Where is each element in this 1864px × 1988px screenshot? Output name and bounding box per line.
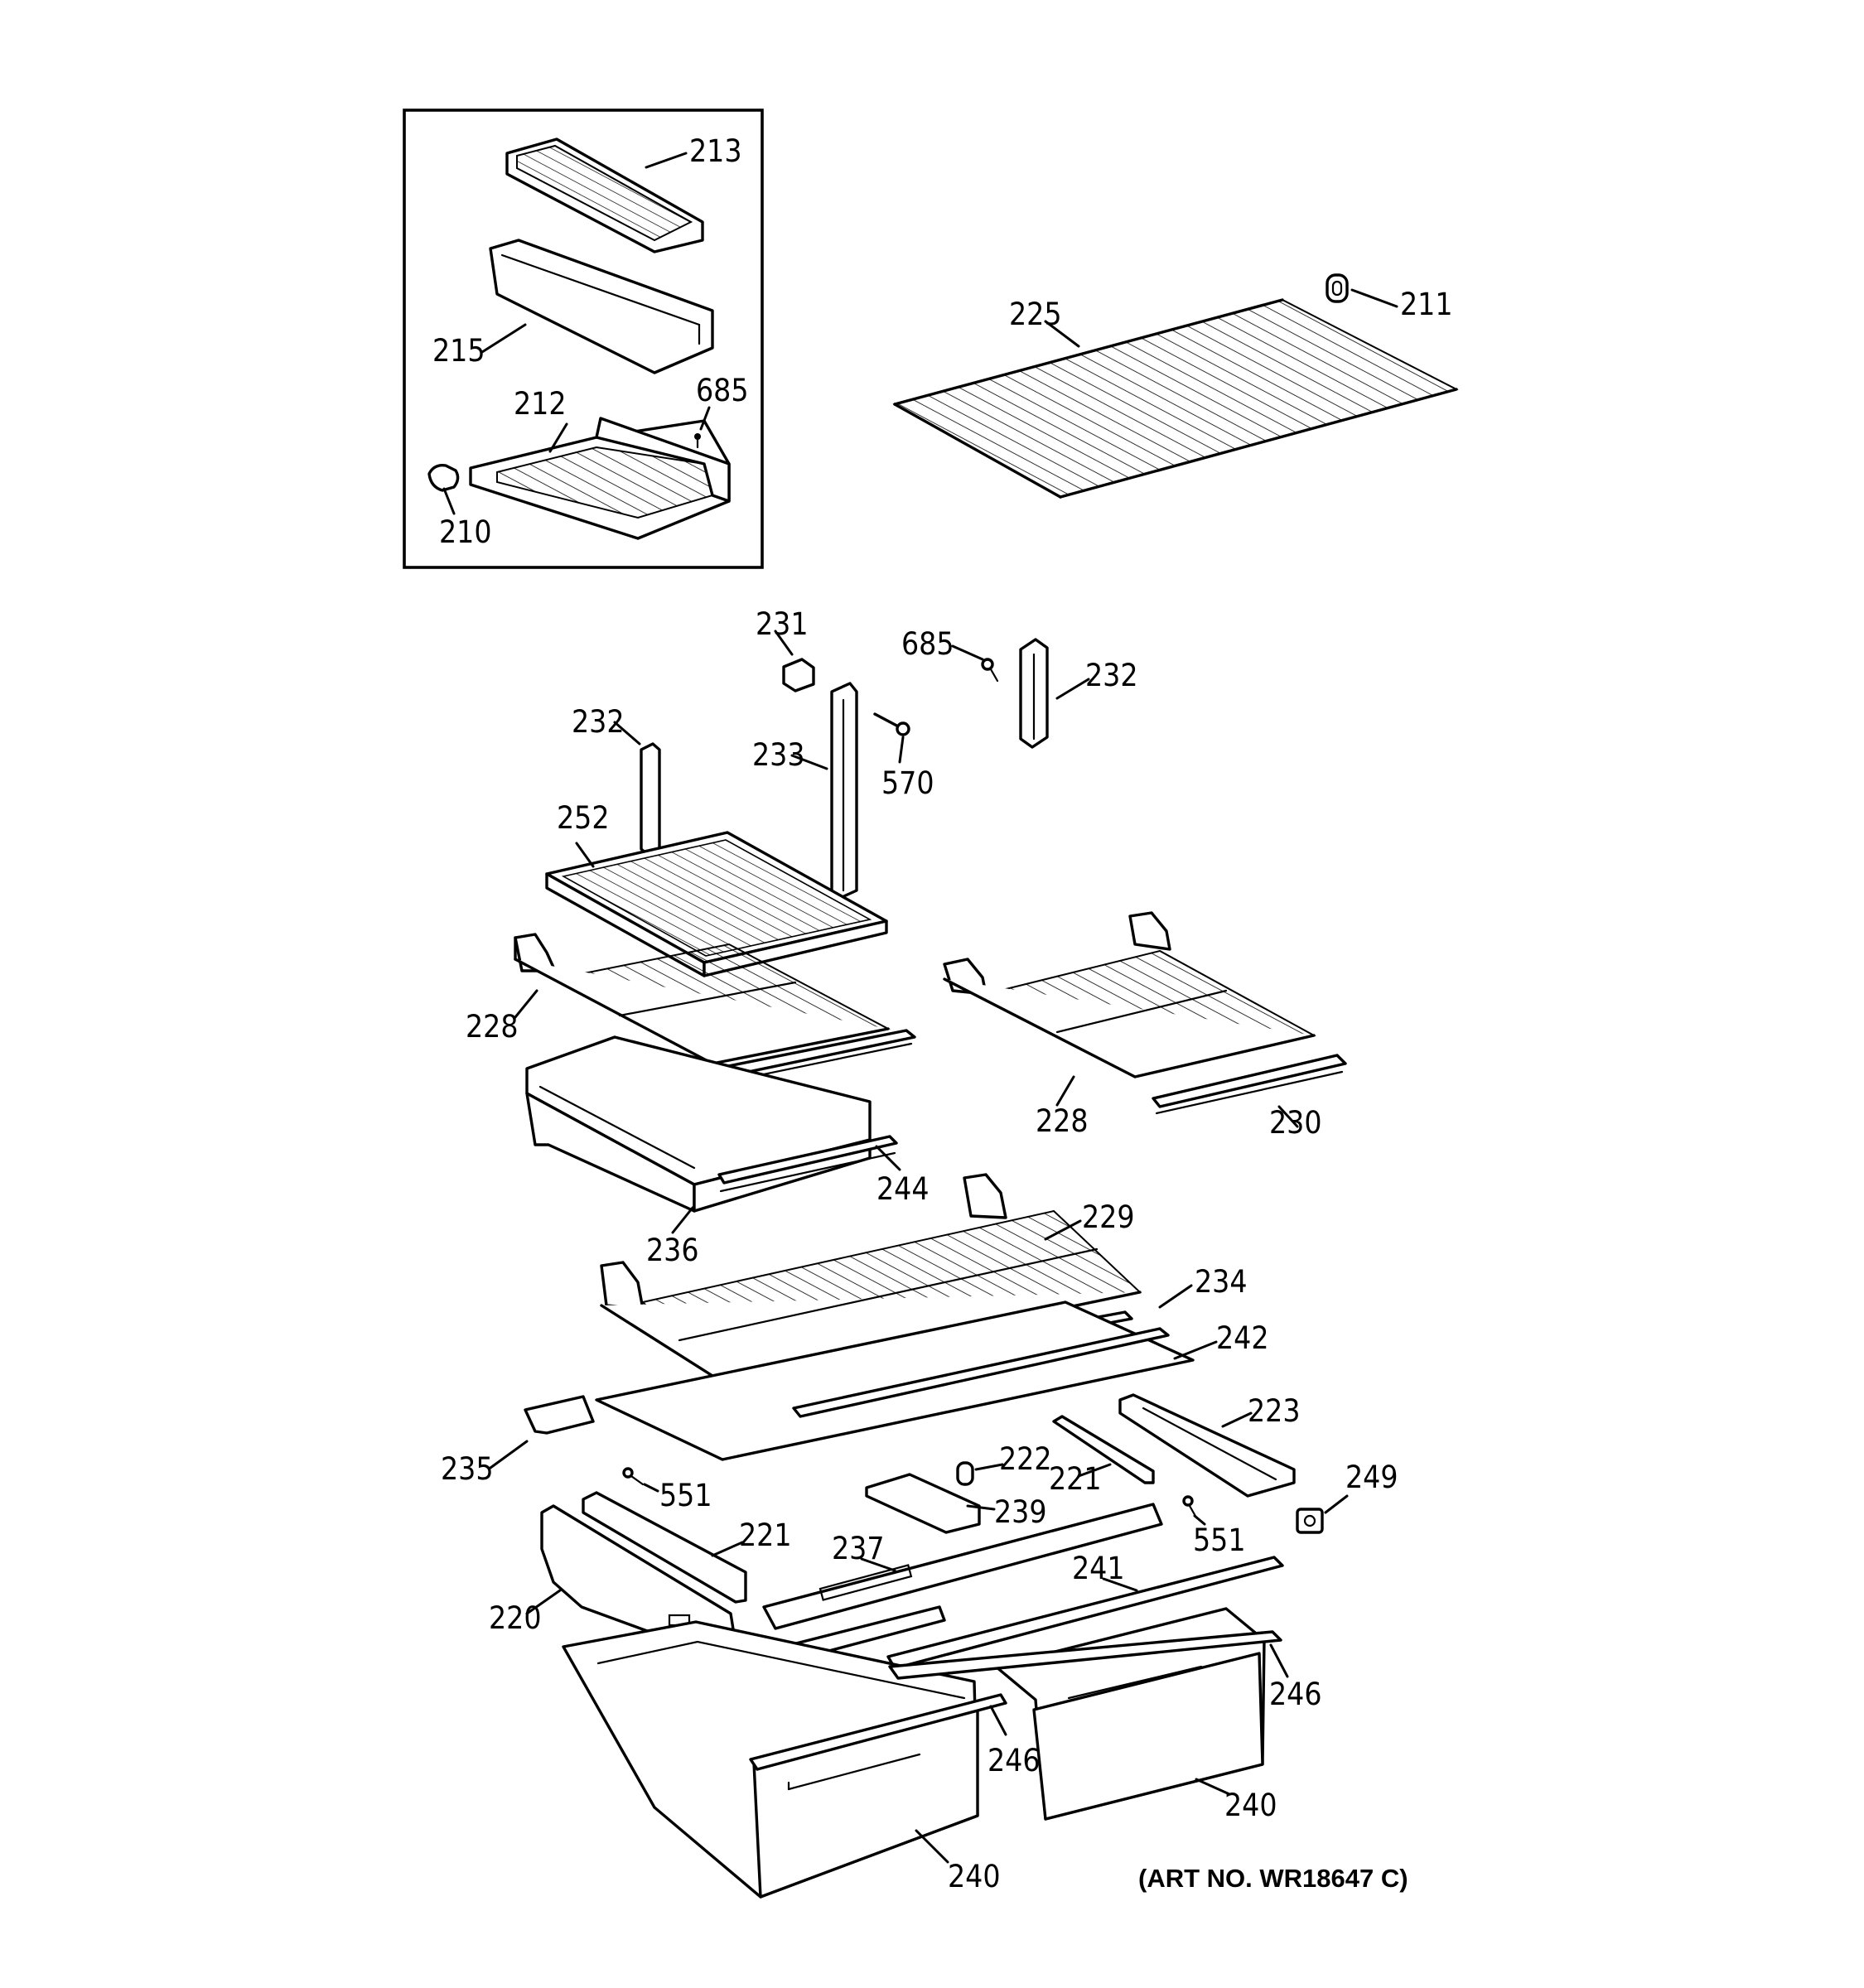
callout-231: 231: [756, 606, 809, 642]
wire-shelf-part-229: [600, 1173, 1142, 1382]
callout-249: 249: [1345, 1460, 1398, 1495]
callout-222: 222: [999, 1441, 1052, 1477]
screw-part-551-right: [1182, 1495, 1198, 1519]
callout-213: 213: [689, 133, 742, 169]
callout-252: 252: [557, 800, 610, 836]
rail-part-223: [1118, 1393, 1296, 1498]
callout-210: 210: [439, 514, 492, 550]
handle-part-246-right: [888, 1630, 1282, 1680]
trim-part-230-right: [1152, 1054, 1347, 1115]
callout-551-right: 551: [1193, 1522, 1246, 1558]
callout-235: 235: [441, 1451, 494, 1487]
clip-part-231: [782, 658, 815, 692]
upright-part-232-left: [640, 742, 661, 856]
freezer-shelf-part-212: [469, 417, 731, 540]
screw-part-570: [873, 712, 910, 736]
handle-part-244: [717, 1135, 898, 1193]
callout-223: 223: [1248, 1393, 1301, 1429]
callout-246-left: 246: [988, 1743, 1041, 1778]
inset-frame: [403, 109, 764, 569]
cap-part-210: [427, 464, 460, 492]
callout-236: 236: [646, 1233, 699, 1268]
callout-570: 570: [881, 765, 934, 801]
screw-part-685-b: [981, 658, 999, 683]
screw-part-551-left: [622, 1467, 645, 1486]
callout-242: 242: [1216, 1320, 1269, 1356]
rail-part-221-left: [582, 1491, 747, 1604]
callout-232-right: 232: [1085, 658, 1138, 693]
rail-part-221-right: [1052, 1415, 1155, 1484]
upright-part-232-right: [1019, 638, 1049, 749]
crossbar-part-237: [762, 1503, 1163, 1630]
clip-part-222: [956, 1461, 974, 1486]
callout-230-right: 230: [1269, 1105, 1322, 1141]
cap-part-211: [1326, 273, 1349, 303]
trim-part-242-front: [792, 1327, 1170, 1418]
callout-239: 239: [994, 1494, 1047, 1530]
callout-246-right: 246: [1269, 1677, 1322, 1712]
callout-211: 211: [1400, 287, 1453, 322]
callout-237: 237: [832, 1531, 885, 1566]
bracket-part-235: [524, 1395, 595, 1435]
callout-685-b: 685: [901, 626, 954, 662]
callout-212: 212: [514, 386, 567, 422]
callout-228-right: 228: [1036, 1103, 1089, 1139]
callout-233: 233: [752, 737, 805, 773]
callout-241: 241: [1072, 1551, 1125, 1586]
glass-panel-part-242: [595, 1300, 1195, 1461]
callout-240-right: 240: [1224, 1788, 1277, 1823]
screw-part-685: [694, 433, 701, 449]
callout-225: 225: [1009, 297, 1062, 332]
upright-part-233: [830, 682, 858, 900]
ice-bin-part-215: [489, 239, 714, 374]
callout-244: 244: [876, 1171, 930, 1207]
wire-shelf-part-228-right: [943, 911, 1316, 1078]
callout-232-left: 232: [572, 704, 625, 740]
callout-234: 234: [1195, 1264, 1248, 1300]
art-number: (ART NO. WR18647 C): [1138, 1864, 1408, 1893]
bracket-part-239: [865, 1473, 981, 1534]
callout-221-right: 221: [1049, 1461, 1102, 1497]
callout-228-left: 228: [466, 1009, 519, 1045]
callout-215: 215: [432, 333, 485, 369]
callout-551-left: 551: [659, 1478, 712, 1513]
callout-685: 685: [696, 373, 749, 408]
switch-part-249: [1296, 1508, 1324, 1534]
ice-tray-part-213: [505, 138, 704, 253]
callout-229: 229: [1082, 1199, 1135, 1235]
callout-220: 220: [489, 1600, 542, 1636]
wire-shelf-part-225: [892, 298, 1459, 499]
callout-240-left: 240: [948, 1859, 1001, 1894]
callout-221-left: 221: [739, 1518, 792, 1553]
handle-part-246-left: [749, 1693, 1007, 1771]
freezer-inset: 213 215 212 685 210: [403, 109, 764, 569]
